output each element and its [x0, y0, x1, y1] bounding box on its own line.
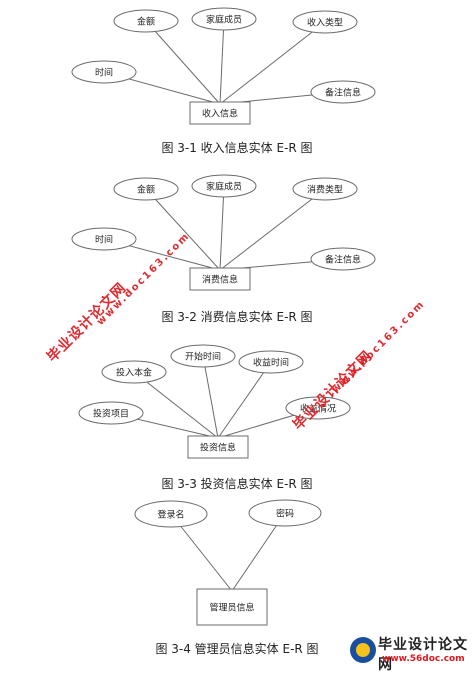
attribute-ellipse — [292, 177, 358, 201]
entity-box — [189, 267, 251, 291]
caption-fig-3-1: 图 3-1 收入信息实体 E-R 图 — [161, 141, 313, 155]
attribute-ellipse — [71, 227, 137, 251]
logo-text: 毕业设计论文网 — [378, 637, 468, 673]
attribute-ellipse — [78, 401, 144, 425]
relation-line — [133, 371, 219, 439]
entity-box — [196, 588, 268, 626]
attribute-ellipse — [238, 350, 304, 374]
relation-line — [202, 355, 219, 439]
caption-fig-3-2: 图 3-2 消费信息实体 E-R 图 — [161, 310, 313, 324]
attribute-ellipse — [101, 360, 167, 384]
attribute-ellipse — [170, 344, 236, 368]
caption-fig-3-3: 图 3-3 投资信息实体 E-R 图 — [161, 477, 313, 491]
caption-fig-3-4: 图 3-4 管理员信息实体 E-R 图 — [155, 642, 319, 656]
attribute-ellipse — [310, 80, 376, 104]
attribute-label: 消费类型 — [307, 184, 343, 196]
relation-line — [145, 20, 221, 105]
attribute-label: 备注信息 — [325, 87, 361, 99]
attribute-label: 投入本金 — [116, 367, 152, 379]
attribute-label: 金额 — [137, 16, 155, 28]
attribute-label: 家庭成员 — [206, 14, 242, 26]
attribute-label: 家庭成员 — [206, 181, 242, 193]
attribute-label: 开始时间 — [185, 351, 221, 363]
attribute-label: 备注信息 — [325, 254, 361, 266]
attribute-ellipse — [134, 500, 208, 528]
attribute-label: 收益时间 — [253, 357, 289, 369]
attribute-ellipse — [113, 177, 179, 201]
relation-line — [219, 18, 225, 105]
attribute-ellipse — [310, 247, 376, 271]
attribute-ellipse — [285, 396, 351, 420]
attribute-ellipse — [292, 10, 358, 34]
attribute-label: 登录名 — [157, 509, 184, 521]
footer-logo: 毕业设计论文网 www.56doc.com — [348, 634, 468, 673]
attribute-ellipse — [191, 7, 257, 31]
logo-url: www.56doc.com — [382, 654, 465, 664]
attribute-label: 时间 — [95, 67, 113, 79]
attribute-ellipse — [191, 174, 257, 198]
entity-label: 管理员信息 — [209, 602, 254, 614]
attribute-label: 金额 — [137, 184, 155, 196]
attribute-label: 投资项目 — [93, 408, 129, 420]
relation-line — [145, 188, 221, 271]
attribute-label: 收益情况 — [300, 403, 336, 415]
relation-line — [219, 188, 326, 271]
entity-label: 消费信息 — [202, 274, 238, 286]
relation-line — [217, 361, 272, 439]
relation-line — [219, 185, 225, 271]
relation-line — [219, 21, 326, 105]
attribute-ellipse — [248, 499, 322, 527]
entity-label: 投资信息 — [200, 442, 236, 454]
attribute-label: 收入类型 — [307, 17, 343, 29]
entity-box — [187, 435, 249, 459]
attribute-label: 密码 — [276, 508, 294, 520]
attribute-label: 时间 — [95, 234, 113, 246]
entity-label: 收入信息 — [202, 108, 238, 120]
attribute-ellipse — [71, 60, 137, 84]
logo-icon — [350, 637, 376, 663]
attribute-ellipse — [113, 9, 179, 33]
entity-box — [189, 101, 251, 125]
